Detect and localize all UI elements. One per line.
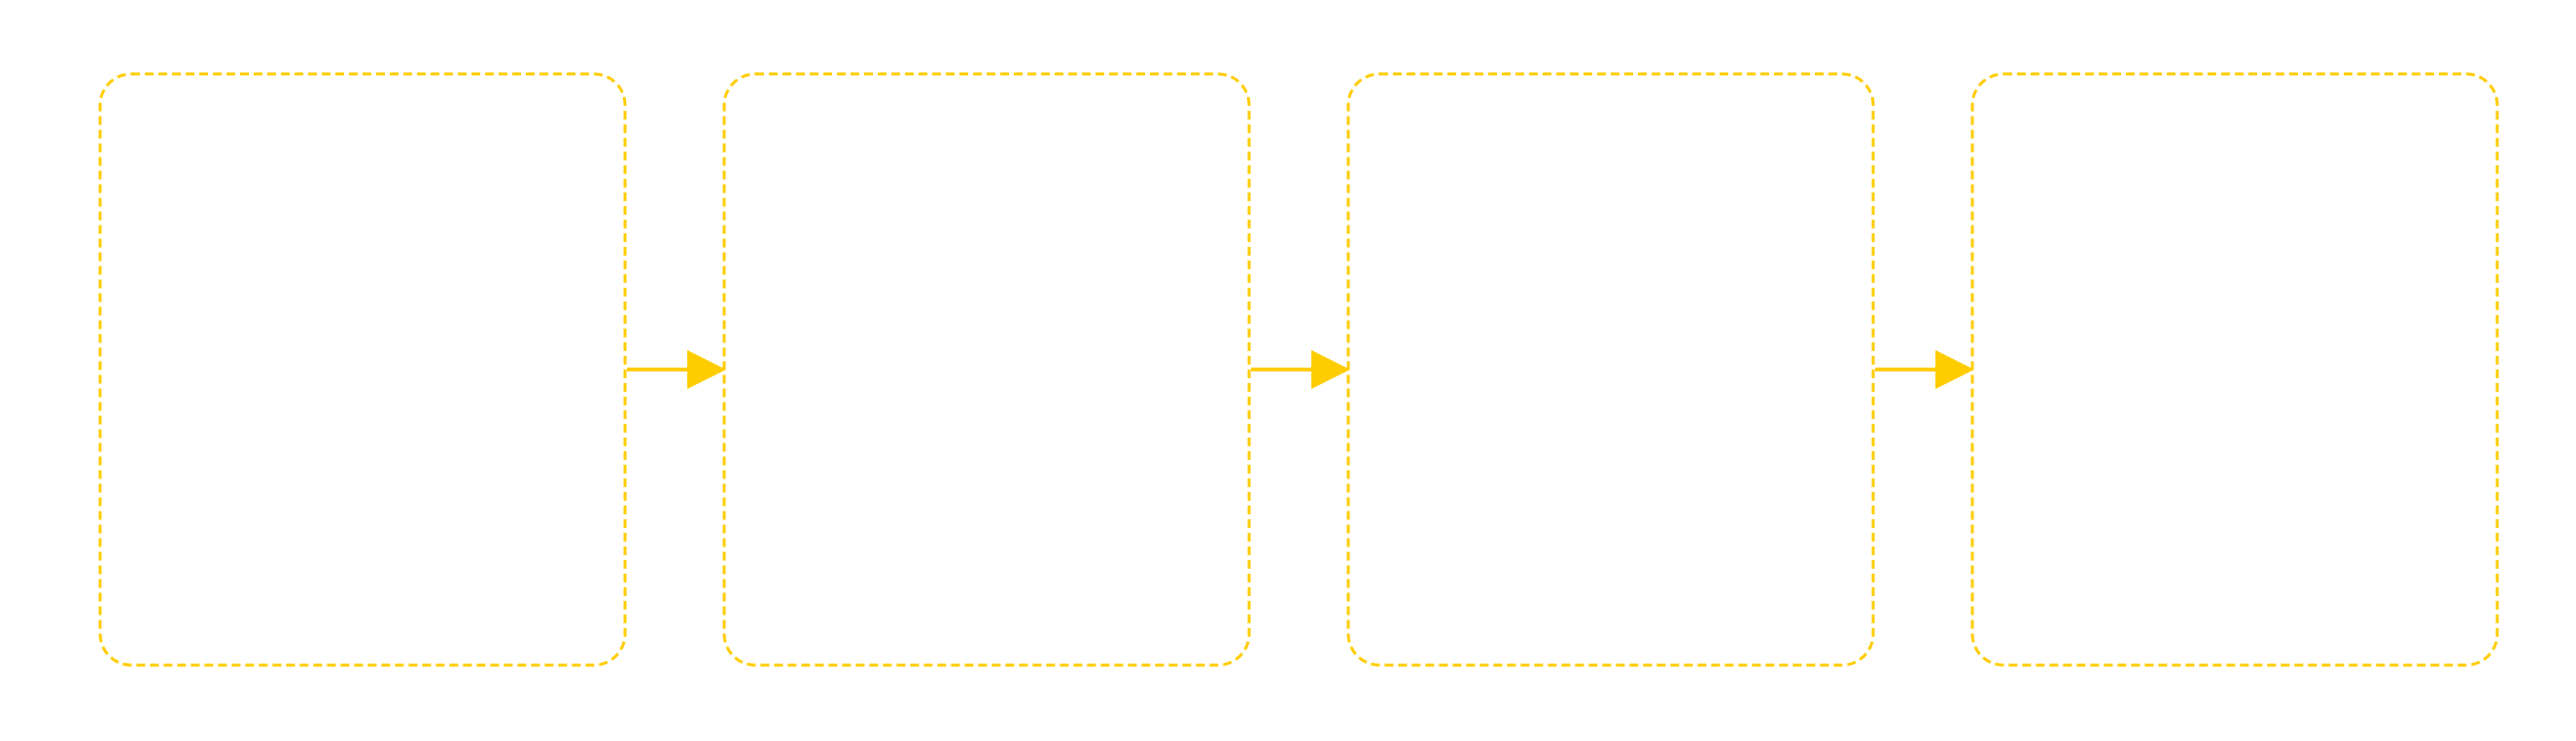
stage-box-2 bbox=[722, 72, 1251, 667]
stage-box-outline bbox=[1970, 72, 2499, 667]
stage-box-outline bbox=[722, 72, 1251, 667]
stage-box-outline bbox=[1346, 72, 1875, 667]
stage-box-4 bbox=[1970, 72, 2499, 667]
stage-box-1 bbox=[98, 72, 627, 667]
stage-box-outline bbox=[98, 72, 627, 667]
stage-box-3 bbox=[1346, 72, 1875, 667]
